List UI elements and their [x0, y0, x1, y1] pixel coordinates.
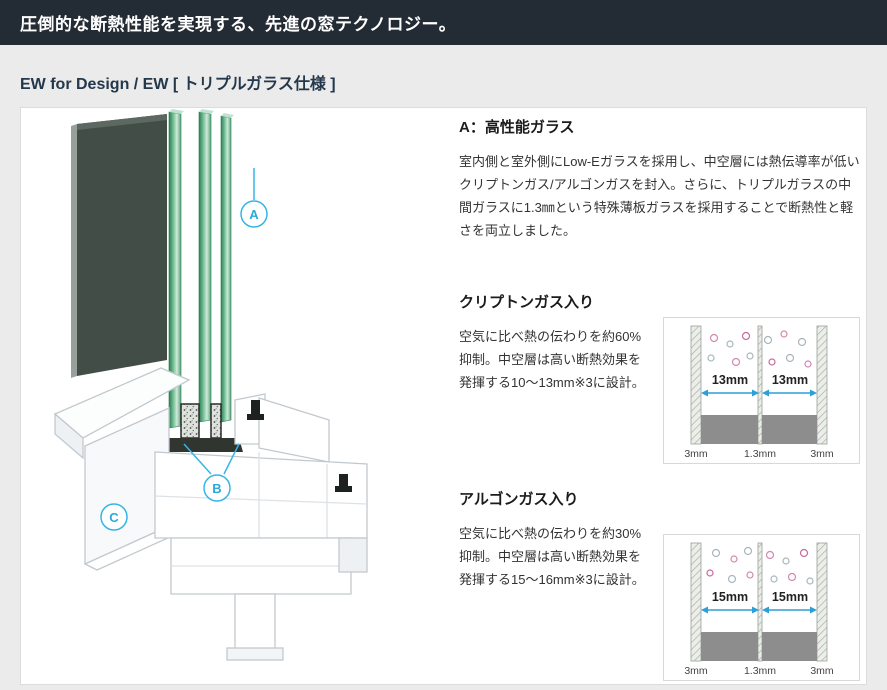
spacer-blocks	[701, 414, 817, 444]
callout-c: C	[100, 503, 128, 531]
krypton-gap-label-2: 13mm	[772, 373, 808, 387]
argon-gap-label-1: 15mm	[712, 590, 748, 604]
content-panel: A B C A：高性能ガラス 室内側と室外側にLow-Eガラスを採用し、中空層に…	[20, 107, 867, 685]
callout-c-badge	[100, 503, 128, 531]
krypton-diagram: 13mm 13mm 3mm 1.3m	[663, 316, 860, 464]
page-header: 圧倒的な断熱性能を実現する、先進の窓テクノロジー。	[0, 0, 887, 45]
argon-section: アルゴンガス入り 空気に比べ熱の伝わりを約30%抑制。中空層は高い断熱効果を発揮…	[459, 488, 862, 681]
argon-diagram-drawing: 15mm 15mm 3mm 1.3m	[684, 542, 834, 677]
high-performance-glass-section: A：高性能ガラス 室内側と室外側にLow-Eガラスを採用し、中空層には熱伝導率が…	[459, 116, 862, 243]
spacer-blocks	[701, 631, 817, 661]
krypton-bottom-label-3: 3mm	[810, 448, 834, 460]
callout-c-letter: C	[109, 510, 119, 525]
krypton-text: クリプトンガス入り 空気に比べ熱の伝わりを約60%抑制。中空層は高い断熱効果を発…	[459, 291, 651, 395]
glass-pane-strips	[690, 542, 828, 661]
dimension-arrows	[701, 606, 817, 613]
glass-pane-strips	[690, 325, 828, 444]
argon-gap-label-2: 15mm	[772, 590, 808, 604]
krypton-body: 空気に比べ熱の伝わりを約60%抑制。中空層は高い断熱効果を発揮する10〜13mm…	[459, 328, 645, 391]
frame-profile	[53, 367, 368, 661]
argon-bottom-label-1: 3mm	[684, 665, 708, 677]
glass-section-heading: A：高性能ガラス	[459, 119, 575, 136]
argon-bottom-label-2: 1.3mm	[744, 665, 776, 677]
krypton-section: クリプトンガス入り 空気に比べ熱の伝わりを約60%抑制。中空層は高い断熱効果を発…	[459, 291, 862, 464]
gasket-seals	[247, 400, 352, 492]
krypton-heading: クリプトンガス入り	[459, 293, 595, 311]
section-title: EW for Design / EW [ トリプルガラス仕様 ]	[20, 76, 336, 93]
argon-diagram: 15mm 15mm 3mm 1.3m	[663, 533, 860, 681]
argon-heading: アルゴンガス入り	[459, 490, 579, 508]
callout-b-letter: B	[212, 481, 221, 496]
dimension-arrows	[701, 389, 817, 396]
krypton-bottom-label-1: 3mm	[684, 448, 708, 460]
details-column: A：高性能ガラス 室内側と室外側にLow-Eガラスを採用し、中空層には熱伝導率が…	[459, 108, 866, 684]
spacer-bar	[159, 403, 243, 452]
glass-panes	[168, 109, 234, 429]
gas-bubbles	[706, 546, 814, 585]
page-header-title: 圧倒的な断熱性能を実現する、先進の窓テクノロジー。	[20, 15, 457, 34]
cross-section-drawing: A B C	[53, 109, 368, 661]
callout-a-badge	[240, 200, 268, 228]
callout-b-badge	[203, 474, 231, 502]
krypton-gap-label-1: 13mm	[712, 373, 748, 387]
krypton-diagram-drawing: 13mm 13mm 3mm 1.3m	[684, 325, 834, 460]
glass-section-body: 室内側と室外側にLow-Eガラスを採用し、中空層には熱伝導率が低いクリプトンガス…	[459, 154, 860, 239]
dark-glass-panel	[71, 114, 167, 378]
krypton-bottom-label-2: 1.3mm	[744, 448, 776, 460]
gas-bubbles	[707, 329, 812, 368]
window-cross-section-illustration: A B C	[21, 108, 459, 684]
argon-body: 空気に比べ熱の伝わりを約30%抑制。中空層は高い断熱効果を発揮する15〜16mm…	[459, 525, 645, 588]
callout-a-letter: A	[249, 207, 259, 222]
callout-b: B	[183, 443, 240, 502]
callout-a: A	[240, 168, 268, 228]
argon-bottom-label-3: 3mm	[810, 665, 834, 677]
argon-text: アルゴンガス入り 空気に比べ熱の伝わりを約30%抑制。中空層は高い断熱効果を発揮…	[459, 488, 651, 592]
